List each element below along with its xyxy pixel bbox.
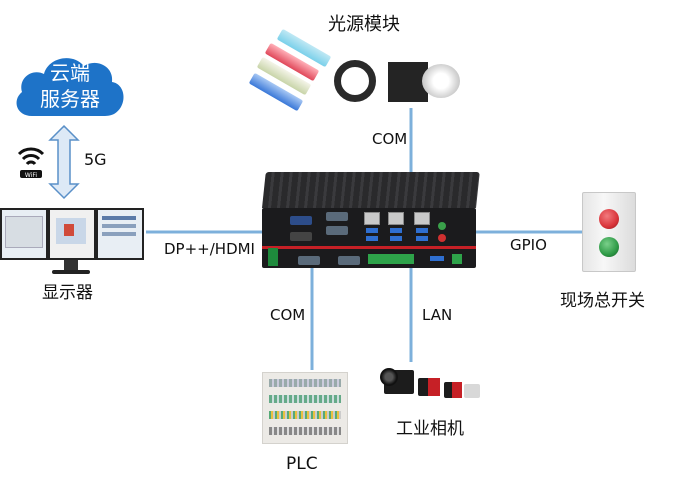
monitor-middle: [48, 208, 96, 260]
usb-port-6: [416, 236, 428, 241]
screen-bar-3: [102, 232, 136, 236]
usb-port-3: [390, 228, 402, 233]
svg-text:WiFi: WiFi: [25, 172, 37, 179]
switch-box-icon: [582, 192, 636, 272]
screen-map-highlight: [64, 224, 74, 236]
hdmi-port: [290, 232, 312, 241]
screen-bar-2: [102, 224, 136, 228]
com-port-1: [326, 212, 348, 221]
usb-port-1: [366, 228, 378, 233]
power-terminal: [268, 248, 278, 266]
label-com-bottom: COM: [270, 306, 306, 324]
mic-in-jack: [438, 234, 446, 242]
audio-out-jack: [438, 222, 446, 230]
monitor-stand-base: [52, 270, 90, 274]
label-lan: LAN: [422, 306, 453, 324]
monitor-right: [96, 208, 144, 260]
cloud-label-line2: 服务器: [40, 87, 100, 111]
usb-port-2: [366, 236, 378, 241]
plc-rail-4: [269, 427, 341, 435]
ring-light: [334, 60, 376, 102]
label-industrial-camera: 工业相机: [396, 419, 464, 439]
plc-rail-2: [269, 395, 341, 403]
camera-small-band: [452, 382, 462, 398]
label-com-top: COM: [372, 130, 408, 148]
ipc-red-stripe: [262, 246, 476, 249]
monitor-left-screen: [2, 210, 46, 258]
usb-port-4: [390, 236, 402, 241]
ipc-heatsink: [262, 172, 480, 208]
dome-light-lens: [422, 64, 460, 98]
cloud-icon: [16, 58, 124, 116]
plc-rail-1: [269, 379, 341, 387]
cloud-server-label: 云端 服务器: [10, 60, 130, 112]
plc-rail-3: [269, 411, 341, 419]
plc-cabinet-icon: [262, 372, 348, 444]
screen-window: [5, 216, 43, 248]
monitor-middle-screen: [50, 210, 94, 258]
com-port-3: [298, 256, 320, 265]
green-button: [599, 237, 619, 257]
monitor-left: [0, 208, 48, 260]
lan-port-1: [364, 212, 380, 225]
double-arrow-icon: [48, 124, 80, 200]
switch-terminal: [452, 254, 462, 264]
label-plc: PLC: [286, 454, 318, 474]
camera-tiny-body: [464, 384, 480, 398]
cloud-label-line1: 云端: [50, 61, 90, 85]
label-light-module: 光源模块: [328, 14, 400, 35]
vga-port: [290, 216, 312, 225]
screen-bar-1: [102, 216, 136, 220]
camera-mid-band: [428, 378, 440, 396]
com-port-4: [338, 256, 360, 265]
label-dp-hdmi: DP++/HDMI: [164, 240, 255, 258]
usb-port-7: [430, 256, 444, 261]
dome-light-body: [388, 62, 428, 102]
label-master-switch: 现场总开关: [560, 291, 645, 311]
red-button: [599, 209, 619, 229]
gpio-terminal: [368, 254, 414, 264]
usb-port-5: [416, 228, 428, 233]
label-5g: 5G: [84, 150, 107, 169]
com-port-2: [326, 226, 348, 235]
camera-large-lens: [380, 368, 398, 386]
monitor-stand-neck: [64, 260, 78, 270]
lan-port-2: [388, 212, 404, 225]
lan-port-3: [414, 212, 430, 225]
wifi-icon: WiFi: [17, 147, 45, 179]
monitor-right-screen: [98, 210, 142, 258]
label-monitor: 显示器: [42, 283, 93, 303]
label-gpio: GPIO: [510, 236, 547, 254]
